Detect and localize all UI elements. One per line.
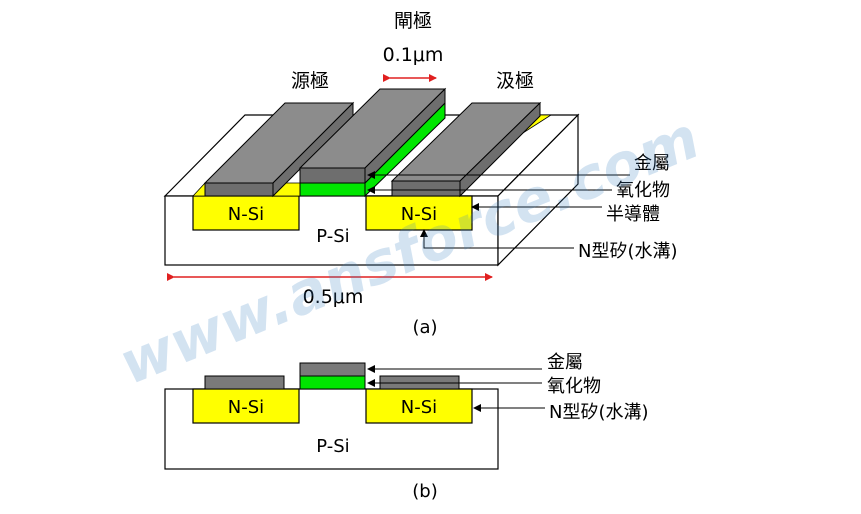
drain-region-label-b: N-Si [401,397,437,418]
drain-region-label: N-Si [401,204,437,225]
metal-label: 金屬 [634,153,670,174]
metal-label-b: 金屬 [547,352,583,373]
source-metal-b [204,375,285,390]
gate-length-label: 0.1μm [383,44,444,66]
gate-label: 閘極 [394,10,432,32]
gate-metal-front [299,167,366,184]
channel-label: N型矽(水溝) [578,241,678,262]
gate-oxide-front [299,182,366,197]
drain-n-si-region-b [365,388,473,424]
gate-oxide-b [299,375,366,390]
channel-leader [420,229,574,249]
gate-metal-b [299,362,366,377]
oxide-label-b: 氧化物 [547,376,601,397]
figure-b: 金屬 氧化物 N型矽(水溝) N-Si N-Si P-Si (b) [164,352,649,502]
width-label: 0.5μm [303,286,364,308]
substrate-label-b: P-Si [316,436,349,457]
semiconductor-label: 半導體 [606,204,660,225]
caption-b: (b) [412,481,437,502]
source-region-label-b: N-Si [228,397,264,418]
figure-a: 閘極 0.1μm 源極 汲極 金屬 氧化物 半導體 N型矽(水溝) N-Si N… [163,10,678,338]
source-region-label: N-Si [228,204,264,225]
source-metal-front [204,182,274,197]
oxide-label: 氧化物 [616,180,670,201]
drain-n-si-region [365,195,473,231]
source-label: 源極 [291,70,329,92]
drain-label: 汲極 [496,70,534,92]
substrate-label: P-Si [316,226,349,247]
caption-a: (a) [412,317,437,338]
drain-metal-front [391,180,461,197]
channel-label-b: N型矽(水溝) [549,402,649,423]
